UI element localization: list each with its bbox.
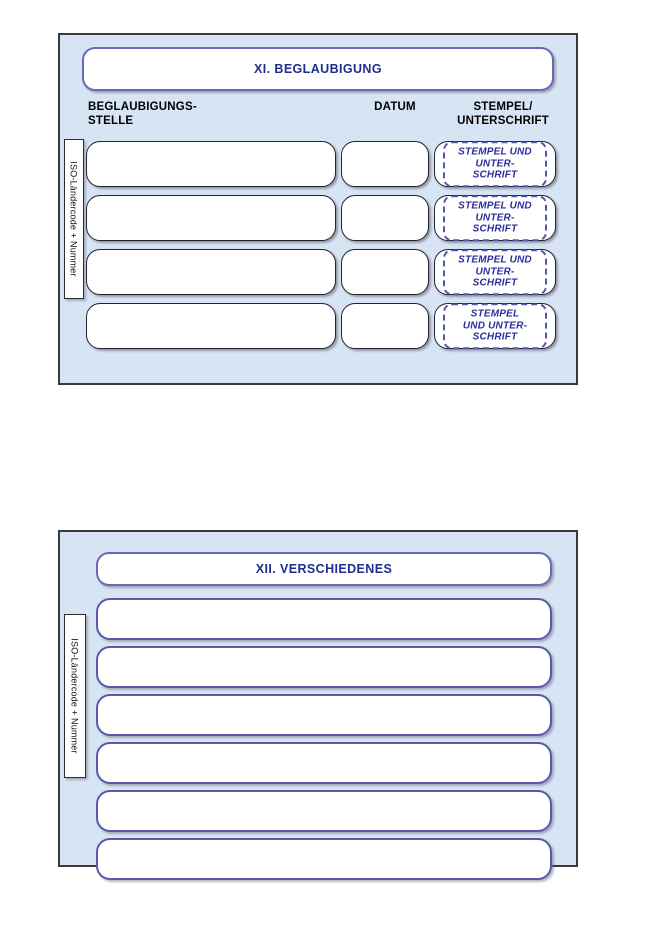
certification-date-cell[interactable] <box>341 249 429 295</box>
column-header-stamp-line2: UNTERSCHRIFT <box>457 114 549 127</box>
certification-panel: XI. BEGLAUBIGUNG BEGLAUBIGUNGS- STELLE D… <box>58 33 578 385</box>
certification-stamp-cell[interactable]: STEMPEL UND UNTER- SCHRIFT <box>434 249 556 295</box>
certification-side-tab: ISO-Ländercode + Nummer <box>64 139 84 299</box>
certification-stamp-cell[interactable]: STEMPEL UND UNTER- SCHRIFT <box>434 141 556 187</box>
stamp-line-1: STEMPEL UND <box>458 200 532 212</box>
table-row[interactable] <box>86 141 336 187</box>
certification-title-bar: XI. BEGLAUBIGUNG <box>82 47 554 91</box>
stamp-placeholder: STEMPEL UND UNTER- SCHRIFT <box>443 141 547 187</box>
side-tab-label: ISO-Ländercode + Nummer <box>70 638 80 754</box>
certification-stamp-cell[interactable]: STEMPEL UND UNTER- SCHRIFT <box>434 303 556 349</box>
misc-title-bar: XII. VERSCHIEDENES <box>96 552 552 586</box>
stamp-line-3: SCHRIFT <box>472 169 518 181</box>
table-row[interactable] <box>86 303 336 349</box>
list-item[interactable] <box>96 790 552 832</box>
stamp-line-2: UNTER- <box>475 265 515 277</box>
stamp-line-3: SCHRIFT <box>472 223 518 235</box>
column-header-office: BEGLAUBIGUNGS- STELLE <box>88 101 197 128</box>
stamp-line-2: UNTER- <box>475 157 515 169</box>
list-item[interactable] <box>96 838 552 880</box>
stamp-line-1: STEMPEL <box>470 308 520 320</box>
column-header-office-line1: BEGLAUBIGUNGS- <box>88 101 197 113</box>
certification-date-cell[interactable] <box>341 303 429 349</box>
table-row[interactable] <box>86 195 336 241</box>
table-row[interactable] <box>86 249 336 295</box>
column-header-date: DATUM <box>374 101 416 113</box>
stamp-line-1: STEMPEL UND <box>458 146 532 158</box>
certification-date-cell[interactable] <box>341 141 429 187</box>
misc-panel: XII. VERSCHIEDENES ISO-Ländercode + Numm… <box>58 530 578 880</box>
stamp-placeholder: STEMPEL UND UNTER- SCHRIFT <box>443 303 547 349</box>
list-item[interactable] <box>96 598 552 640</box>
stamp-line-2: UND UNTER- <box>462 319 528 331</box>
side-tab-label: ISO-Ländercode + Nummer <box>69 161 79 277</box>
stamp-line-1: STEMPEL UND <box>458 254 532 266</box>
list-item[interactable] <box>96 694 552 736</box>
column-header-stamp-line1: STEMPEL/ <box>473 101 533 113</box>
page-title: XI. BEGLAUBIGUNG <box>254 62 382 76</box>
column-header-stamp: STEMPEL/ UNTERSCHRIFT <box>448 101 558 128</box>
certification-date-cell[interactable] <box>341 195 429 241</box>
stamp-line-3: SCHRIFT <box>472 331 518 343</box>
list-item[interactable] <box>96 742 552 784</box>
stamp-line-3: SCHRIFT <box>472 277 518 289</box>
stamp-placeholder: STEMPEL UND UNTER- SCHRIFT <box>443 195 547 241</box>
stamp-line-2: UNTER- <box>475 211 515 223</box>
misc-side-tab: ISO-Ländercode + Nummer <box>64 614 86 778</box>
list-item[interactable] <box>96 646 552 688</box>
misc-page-title: XII. VERSCHIEDENES <box>255 562 393 576</box>
certification-stamp-cell[interactable]: STEMPEL UND UNTER- SCHRIFT <box>434 195 556 241</box>
stamp-placeholder: STEMPEL UND UNTER- SCHRIFT <box>443 249 547 295</box>
column-header-office-line2: STELLE <box>88 114 134 127</box>
certification-column-headers: BEGLAUBIGUNGS- STELLE DATUM STEMPEL/ UNT… <box>82 99 558 135</box>
